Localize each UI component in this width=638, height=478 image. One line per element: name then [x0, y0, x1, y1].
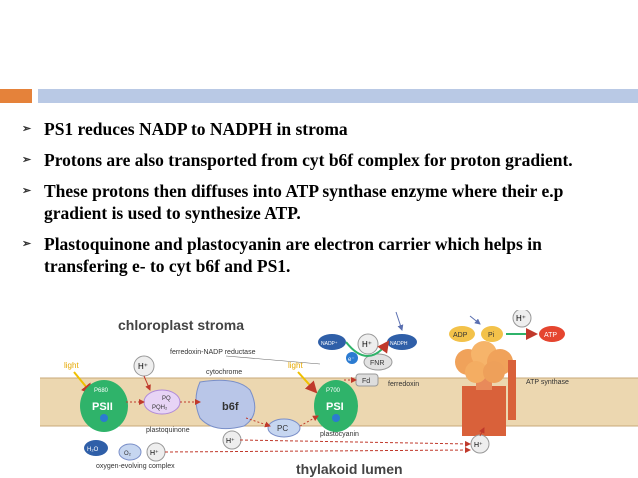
pc-node — [267, 418, 301, 438]
bullet-text: PS1 reduces NADP to NADPH in stroma — [44, 119, 348, 139]
bullet-item: ➢ Plastoquinone and plastocyanin are elec… — [20, 233, 620, 277]
svg-text:H⁺: H⁺ — [362, 340, 372, 349]
svg-text:O₂: O₂ — [124, 451, 132, 457]
svg-text:PQ: PQ — [162, 396, 171, 402]
bullet-arrow-icon: ➢ — [22, 185, 32, 197]
b6f-label: b6f — [222, 401, 239, 413]
bullet-arrow-icon: ➢ — [22, 123, 32, 135]
ferredoxin-label: ferredoxin — [388, 381, 419, 388]
bullet-item: ➢ Protons are also transported from cyt b… — [20, 149, 620, 171]
stroma-label: chloroplast stroma — [118, 317, 244, 333]
light-label-1: light — [64, 361, 79, 370]
psi-complex — [314, 380, 358, 432]
svg-text:H⁺: H⁺ — [150, 450, 159, 457]
svg-text:P700: P700 — [326, 388, 341, 394]
lumen-label: thylakoid lumen — [296, 461, 403, 477]
nadph-node — [387, 334, 417, 350]
svg-text:PC: PC — [277, 424, 288, 433]
plastocyanin-label: plastocyanin — [320, 431, 359, 438]
atp-synthase — [455, 341, 516, 436]
title-bar-accent — [0, 89, 32, 103]
o2-node — [118, 443, 142, 461]
svg-text:Pi: Pi — [488, 332, 495, 339]
bullet-text: These protons then diffuses into ATP syn… — [44, 181, 564, 223]
bullet-list: ➢ PS1 reduces NADP to NADPH in stroma ➢ Pr… — [20, 118, 620, 286]
cytochrome-label: cytochrome — [206, 369, 242, 376]
nadp-node — [318, 334, 346, 350]
oec-label: oxygen-evolving complex — [96, 463, 175, 470]
svg-text:H₂O: H₂O — [87, 447, 99, 453]
fnr-full-label: ferredoxin-NADP reductase — [170, 349, 256, 356]
bullet-item: ➢ PS1 reduces NADP to NADPH in stroma — [20, 118, 620, 140]
psi-label: PSI — [326, 401, 344, 413]
atp-node — [539, 326, 565, 342]
svg-text:FNR: FNR — [370, 360, 384, 367]
svg-text:PQH₂: PQH₂ — [152, 405, 168, 411]
svg-text:P680: P680 — [94, 388, 109, 394]
bullet-text: Protons are also transported from cyt b6… — [44, 150, 573, 170]
bullet-text: Plastoquinone and plastocyanin are elect… — [44, 234, 542, 276]
psii-label: PSII — [92, 401, 113, 413]
fnr-node — [363, 353, 393, 371]
title-bar — [38, 89, 638, 103]
adp-node — [449, 326, 475, 342]
svg-text:e⁻: e⁻ — [348, 357, 355, 363]
h2o-node — [84, 440, 108, 456]
b6f-complex — [195, 379, 256, 430]
svg-text:ATP: ATP — [544, 332, 557, 339]
plastoquinone-label: plastoquinone — [146, 427, 190, 434]
svg-text:H⁺: H⁺ — [474, 442, 483, 449]
svg-text:Fd: Fd — [362, 378, 370, 385]
pi-node — [481, 326, 503, 342]
svg-text:ADP: ADP — [453, 332, 468, 339]
svg-text:H⁺: H⁺ — [138, 362, 148, 371]
svg-text:NADPH: NADPH — [390, 341, 408, 347]
bullet-item: ➢ These protons then diffuses into ATP sy… — [20, 180, 620, 224]
atp-synthase-label: ATP synthase — [526, 379, 569, 386]
psii-complex — [80, 380, 128, 432]
bullet-arrow-icon: ➢ — [22, 154, 32, 166]
photosynthesis-diagram: chloroplast stroma thylakoid lumen ferre… — [40, 310, 638, 477]
light-label-2: light — [288, 361, 303, 370]
svg-text:H⁺: H⁺ — [226, 438, 235, 445]
bullet-arrow-icon: ➢ — [22, 238, 32, 250]
svg-text:NADP⁺: NADP⁺ — [321, 341, 338, 347]
svg-text:H⁺: H⁺ — [516, 314, 526, 323]
